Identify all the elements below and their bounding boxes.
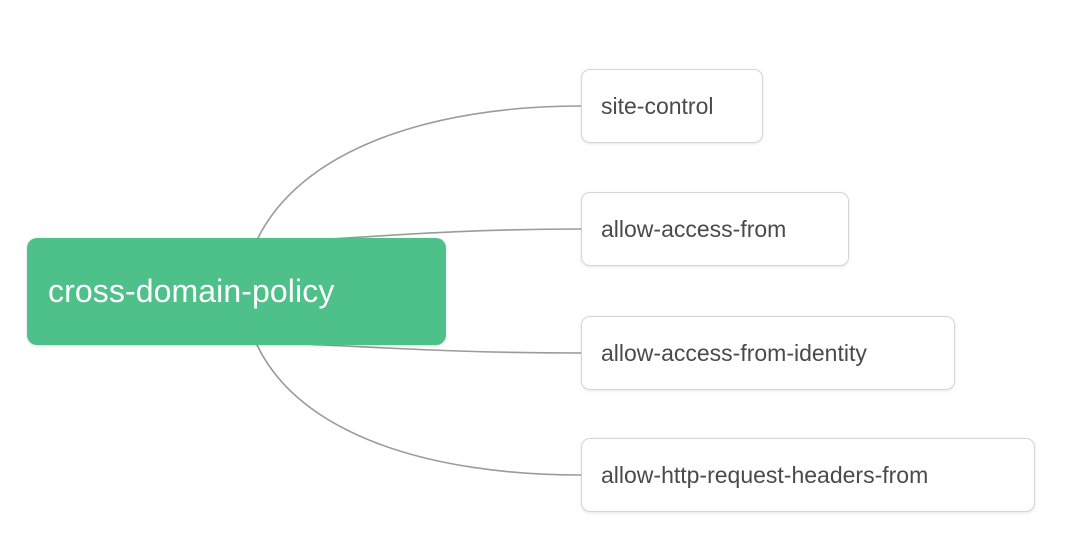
edge-root-to-site-control — [256, 105, 582, 241]
child-node-allow-access-from-identity[interactable]: allow-access-from-identity — [581, 316, 955, 390]
child-node-label: allow-access-from-identity — [601, 339, 867, 366]
child-node-label: site-control — [601, 92, 714, 119]
child-node-label: allow-access-from — [601, 215, 787, 242]
child-node-site-control[interactable]: site-control — [581, 69, 763, 143]
edge-root-to-allow-http-request-headers-from — [256, 344, 582, 476]
child-node-label: allow-http-request-headers-from — [601, 461, 929, 488]
child-node-allow-access-from[interactable]: allow-access-from — [581, 192, 849, 266]
root-node-cross-domain-policy[interactable]: cross-domain-policy — [27, 238, 446, 345]
root-node-label: cross-domain-policy — [48, 272, 335, 309]
child-node-allow-http-request-headers-from[interactable]: allow-http-request-headers-from — [581, 438, 1035, 512]
